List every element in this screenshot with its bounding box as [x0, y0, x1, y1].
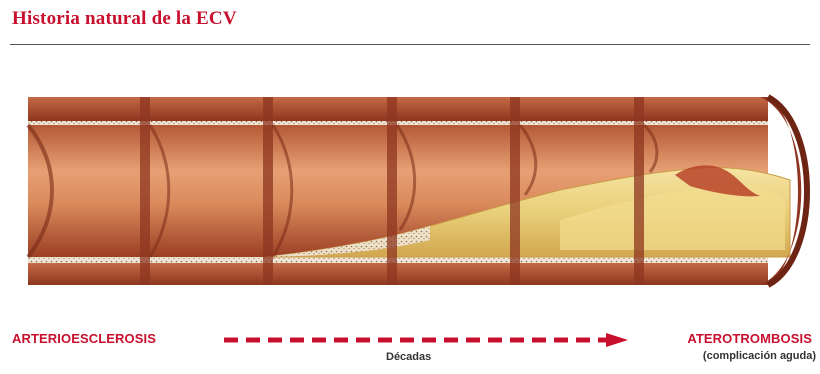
vessel-top-wall: [28, 97, 768, 125]
segment-seam: [140, 97, 150, 285]
label-aterotrombosis: ATEROTROMBOSIS: [687, 331, 812, 346]
segment-seam: [634, 97, 644, 285]
label-arterioesclerosis: ARTERIOESCLEROSIS: [12, 331, 156, 346]
segment-seam: [510, 97, 520, 285]
arrow-head: [606, 333, 628, 347]
vessel-bottom-wall: [28, 257, 768, 285]
label-complicacion-aguda: (complicación aguda): [703, 350, 816, 362]
segment-seam: [263, 97, 273, 285]
artery-illustration: [0, 0, 820, 320]
label-decadas: Décadas: [386, 351, 431, 363]
segment-seam: [387, 97, 397, 285]
dashed-arrow: [222, 332, 630, 348]
